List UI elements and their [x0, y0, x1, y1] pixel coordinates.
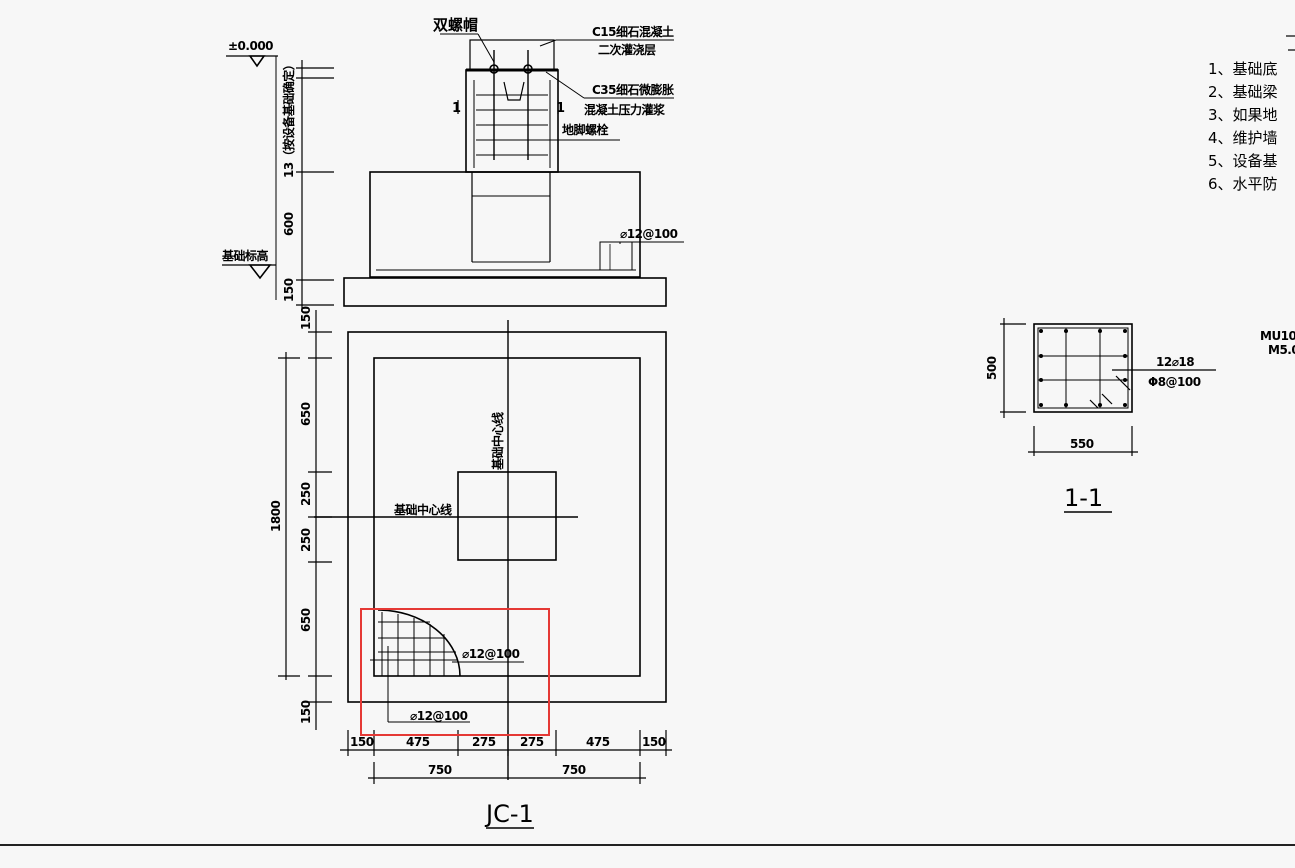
section-mark-right: 1: [556, 101, 565, 116]
dim-plan-v-650b: 650: [299, 608, 313, 632]
grout-c35-label-1: C35细石微膨胀: [592, 82, 674, 97]
plan-rebar-top: ⌀12@100: [462, 647, 520, 661]
pedestal-height-note: 13（按设备基础确定）: [281, 59, 296, 178]
anchor-bolt-label: 地脚螺栓: [562, 122, 609, 137]
dim-plan-v-250b: 250: [299, 528, 313, 552]
note-line: 4、维护墙: [1208, 129, 1278, 147]
design-notes: 1、基础底 2、基础梁 3、如果地 4、维护墙 5、设备基 6、水平防: [1208, 35, 1295, 193]
level-triangle-icon: [248, 264, 272, 280]
plan-rebar-bottom: ⌀12@100: [410, 709, 468, 723]
section-rebar-dots: [1039, 329, 1127, 407]
grout-c15-label-2: 二次灌浇层: [598, 42, 656, 57]
foundation-level-label: 基础标高: [221, 248, 269, 263]
dim-plan-h-750a: 750: [428, 763, 452, 777]
section-title: 1-1: [1064, 484, 1103, 512]
wall-note-2: M5.0: [1268, 343, 1295, 357]
center-line-label-h: 基础中心线: [393, 502, 452, 517]
dim-sec-h: 500: [985, 356, 999, 380]
dim-elev-150: 150: [282, 278, 296, 302]
section-mark-left: 1: [452, 101, 461, 116]
center-line-label-v: 基础中心线: [490, 412, 505, 471]
highlight-box: [360, 608, 550, 736]
dim-plan-v-650a: 650: [299, 402, 313, 426]
wall-note-1: MU10: [1260, 329, 1295, 343]
plan-title: JC-1: [484, 800, 534, 828]
dim-plan-h-275b: 275: [520, 735, 544, 749]
dim-plan-h-150b: 150: [642, 735, 666, 749]
grout-c35-label-2: 混凝土压力灌浆: [584, 102, 666, 117]
foundation-plan: [278, 310, 672, 784]
section-1-1: [1000, 318, 1216, 456]
note-line: 2、基础梁: [1208, 83, 1278, 101]
dim-elev-600: 600: [282, 212, 296, 236]
section-stirrup: Φ8@100: [1148, 375, 1201, 389]
dim-plan-v-250a: 250: [299, 482, 313, 506]
section-main-rebar: 12⌀18: [1156, 355, 1194, 369]
dim-plan-h-750b: 750: [562, 763, 586, 777]
note-line: 1、基础底: [1208, 60, 1278, 78]
level-triangle-icon: [248, 55, 266, 68]
dim-plan-h-475a: 475: [406, 735, 430, 749]
foundation-elevation: [222, 33, 684, 312]
dim-sec-w: 550: [1070, 437, 1094, 451]
elev-rebar-label: ⌀12@100: [620, 227, 678, 241]
dim-plan-h-150a: 150: [350, 735, 374, 749]
dim-plan-v-total: 1800: [269, 500, 283, 532]
note-line: 3、如果地: [1208, 106, 1278, 124]
ground-level-label: ±0.000: [228, 39, 273, 53]
double-nut-label: 双螺帽: [433, 16, 478, 34]
grout-c15-label-1: C15细石混凝土: [592, 24, 674, 39]
note-line: 5、设备基: [1208, 152, 1278, 170]
dim-plan-v-top: 150: [299, 306, 313, 330]
dim-plan-v-150: 150: [299, 700, 313, 724]
dim-plan-h-475b: 475: [586, 735, 610, 749]
dim-plan-h-275a: 275: [472, 735, 496, 749]
note-line: 6、水平防: [1208, 175, 1278, 193]
